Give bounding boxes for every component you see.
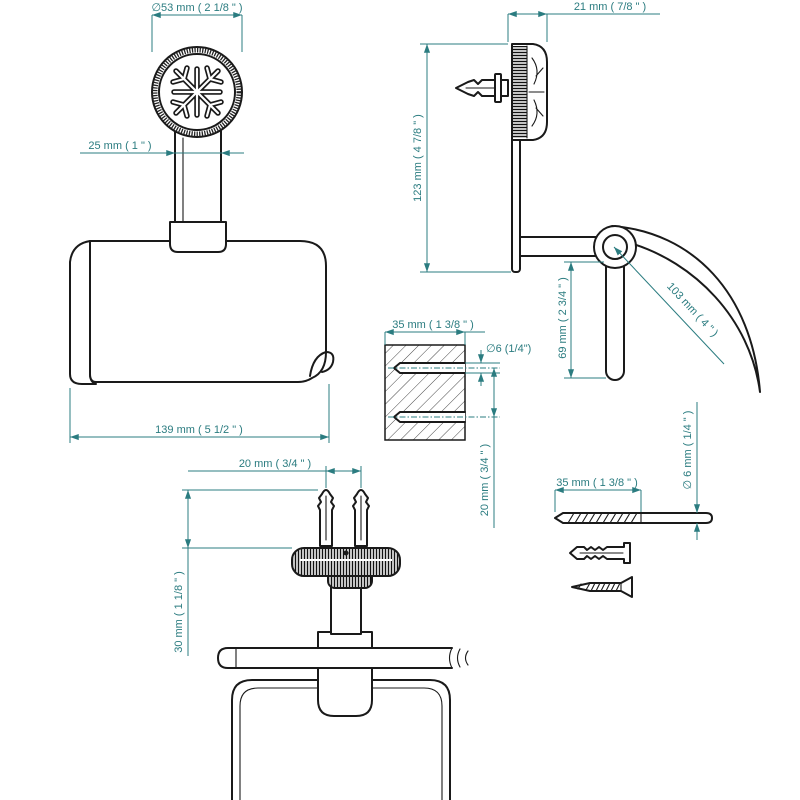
paper-rod-top [217,647,469,669]
top-view [217,489,469,800]
rosette-side [511,43,548,141]
dimension-rosette-depth: 21 mm ( 7/8 " ) [507,1,660,42]
hole-spacing-label: 20 mm ( 3/4 " ) [479,444,491,516]
dimension-overall-height: 123 mm ( 4 7/8 " ) [412,43,511,273]
wall-plug-right [352,489,370,547]
screw-icon [571,576,633,598]
dimension-arm-width: 25 mm ( 1 " ) [80,140,244,157]
radius-line [613,246,725,365]
front-view [69,46,335,385]
wall-section-hatched [384,344,466,441]
collar-top [317,631,373,717]
paper-cover-side [611,225,761,393]
hole-diameter-label: ∅6 (1/4") [486,343,531,355]
back-plate-side [511,133,521,273]
block-width-label: 35 mm ( 1 3/8 " ) [392,319,474,331]
dimension-plug-spacing: 20 mm ( 3/4 " ) [188,458,362,488]
arm-stem-top [330,583,362,635]
wall-plug-icon [569,542,631,564]
drill-bit-icon [554,512,713,524]
drill-diameter-label: ∅ 6 mm ( 1/4 " ) [682,411,694,490]
rod-length-label: 69 mm ( 2 3/4 " ) [557,277,569,359]
dimension-drill-length: 35 mm ( 1 3/8 " ) [554,477,642,512]
drill-length-label: 35 mm ( 1 3/8 " ) [556,477,638,489]
rosette-depth-label: 21 mm ( 7/8 " ) [574,1,646,13]
arm-stem [174,129,222,229]
dimension-plug-depth: 30 mm ( 1 1/8 " ) [173,489,318,656]
dimension-drill-diameter: ∅ 6 mm ( 1/4 " ) [682,402,701,540]
dimension-hole-spacing: 20 mm ( 3/4 " ) [479,368,498,528]
snowflake-icon [170,65,224,119]
pivot-inner [602,234,628,260]
arm-width-label: 25 mm ( 1 " ) [88,140,151,152]
dimension-overall-width: 139 mm ( 5 1/2 " ) [69,384,330,443]
side-view [455,43,761,393]
dimension-hole-diameter: ∅6 (1/4") [465,343,531,386]
dimension-cover-radius: 103 mm ( 4 " ) [613,246,725,365]
rosette-front [151,46,243,138]
plug-depth-label: 30 mm ( 1 1/8 " ) [173,571,185,653]
dimension-rosette-diameter: ∅53 mm ( 2 1/8 " ) [151,2,243,52]
wall-plug-side [455,73,509,103]
overall-width-label: 139 mm ( 5 1/2 " ) [155,424,243,436]
plug-spacing-label: 20 mm ( 3/4 " ) [239,458,311,470]
collar-front [169,221,227,253]
paper-rod-side [605,257,625,381]
dimension-rod-length: 69 mm ( 2 3/4 " ) [557,261,606,379]
break-marks [448,647,469,669]
dimension-block-width: 35 mm ( 1 3/8 " ) [384,319,485,345]
rosette-top [291,547,401,589]
paper-cover-front [69,240,335,385]
rosette-diameter-label: ∅53 mm ( 2 1/8 " ) [151,2,242,14]
wall-plug-left [317,489,335,547]
anchor-block-section [384,344,500,441]
overall-height-label: 123 mm ( 4 7/8 " ) [412,114,424,202]
